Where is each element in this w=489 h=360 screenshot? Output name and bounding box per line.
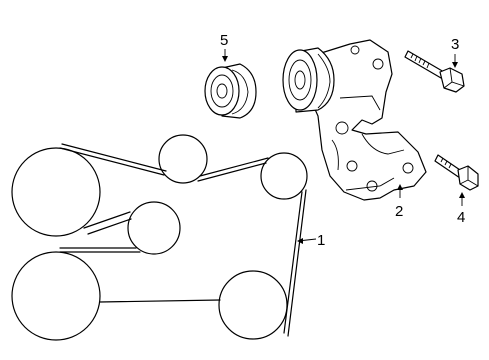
tensioner-bracket <box>309 39 427 201</box>
lower-bolt-part <box>434 154 479 191</box>
crankshaft-lower-pulley <box>11 251 101 341</box>
idler-pulley-face <box>204 66 240 116</box>
callout-3: 3 <box>451 36 459 53</box>
tensioner-assembly <box>282 39 427 201</box>
callout-5: 5 <box>220 32 228 49</box>
crankshaft-upper-pulley <box>11 147 101 237</box>
belt-strand-top-left <box>59 147 165 176</box>
idler-pulley-part <box>204 63 257 119</box>
callout-2: 2 <box>395 203 403 220</box>
belt-strand-middle-left <box>83 211 131 229</box>
top-idler-pulley <box>158 134 208 184</box>
right-idler-pulley <box>260 152 308 200</box>
tensioner-pulley-face <box>282 49 318 111</box>
bottom-right-pulley <box>218 270 288 340</box>
middle-pulley <box>127 201 181 255</box>
callout-leaders <box>222 49 465 244</box>
belt-strand-bottom <box>99 299 221 303</box>
callout-1: 1 <box>317 232 325 249</box>
serpentine-belt <box>11 134 308 341</box>
belt-strand-top-right <box>199 157 269 177</box>
callout-4: 4 <box>457 209 465 226</box>
upper-bolt-part <box>404 50 465 93</box>
upper-bolt-shank <box>404 50 445 79</box>
belt-strand-right <box>287 189 307 337</box>
